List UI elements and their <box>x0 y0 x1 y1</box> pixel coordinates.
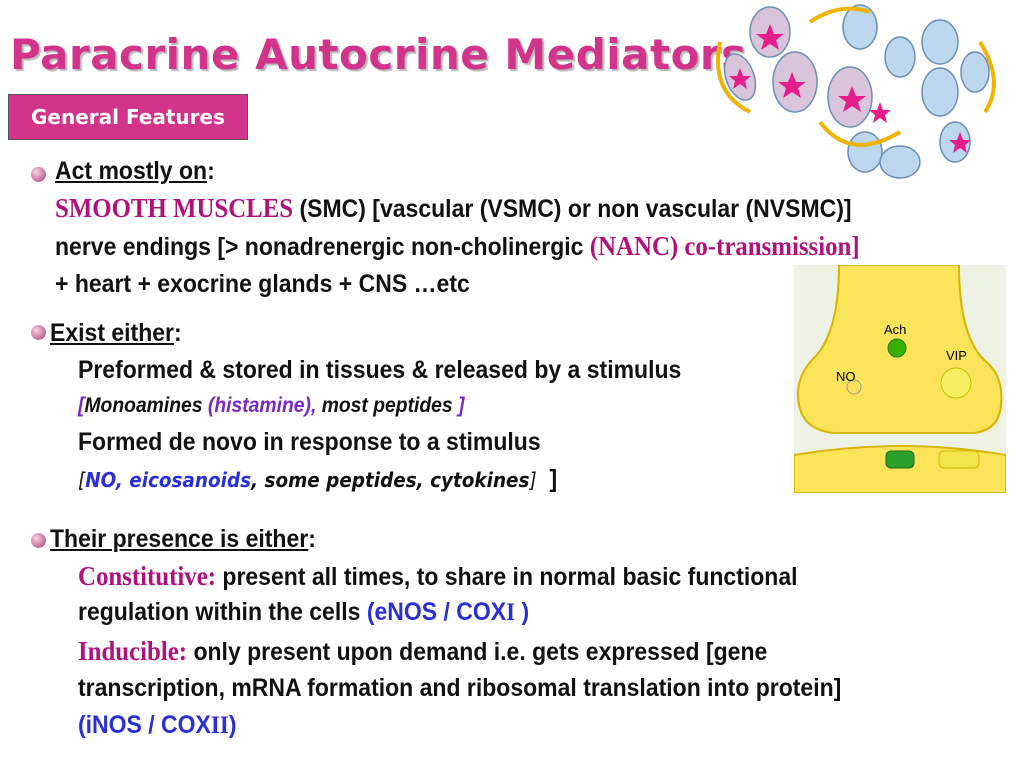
neuron-illustration: Ach NO VIP <box>794 265 1006 493</box>
monoamines-line: [Monoamines (histamine), most peptides ] <box>78 394 465 417</box>
constitutive-line-2: regulation within the cells (eNOS / COXI… <box>78 598 530 626</box>
vip-label: VIP <box>946 348 967 363</box>
smc-line: SMOOTH MUSCLES (SMC) [vascular (VSMC) or… <box>55 193 852 223</box>
inducible-line-3: (iNOS / COXII) <box>78 711 237 739</box>
constitutive-line: Constitutive: present all times, to shar… <box>78 561 798 591</box>
page-title: Paracrine Autocrine Mediators <box>10 30 747 79</box>
cells-illustration <box>716 4 996 179</box>
inducible-line: Inducible: only present upon demand i.e.… <box>78 636 768 666</box>
heart-line: + heart + exocrine glands + CNS …etc <box>55 270 470 298</box>
act-mostly-on-heading: Act mostly on: <box>55 157 215 185</box>
bullet-3 <box>31 533 46 548</box>
section-badge: General Features <box>8 94 248 140</box>
exist-either-heading: Exist either: <box>50 319 182 347</box>
no-label: NO <box>836 369 856 384</box>
bullet-1 <box>31 167 46 182</box>
preformed-line: Preformed & stored in tissues & released… <box>78 356 682 384</box>
presence-heading: Their presence is either: <box>50 525 316 553</box>
de-novo-line: Formed de novo in response to a stimulus <box>78 428 541 456</box>
nerve-endings-line: nerve endings [> nonadrenergic non-choli… <box>55 231 860 261</box>
no-eicosanoids-line: [NO, eicosanoids, some peptides, cytokin… <box>78 465 558 493</box>
ach-label: Ach <box>884 322 906 337</box>
bullet-2 <box>31 325 46 340</box>
inducible-line-2: transcription, mRNA formation and riboso… <box>78 674 842 702</box>
